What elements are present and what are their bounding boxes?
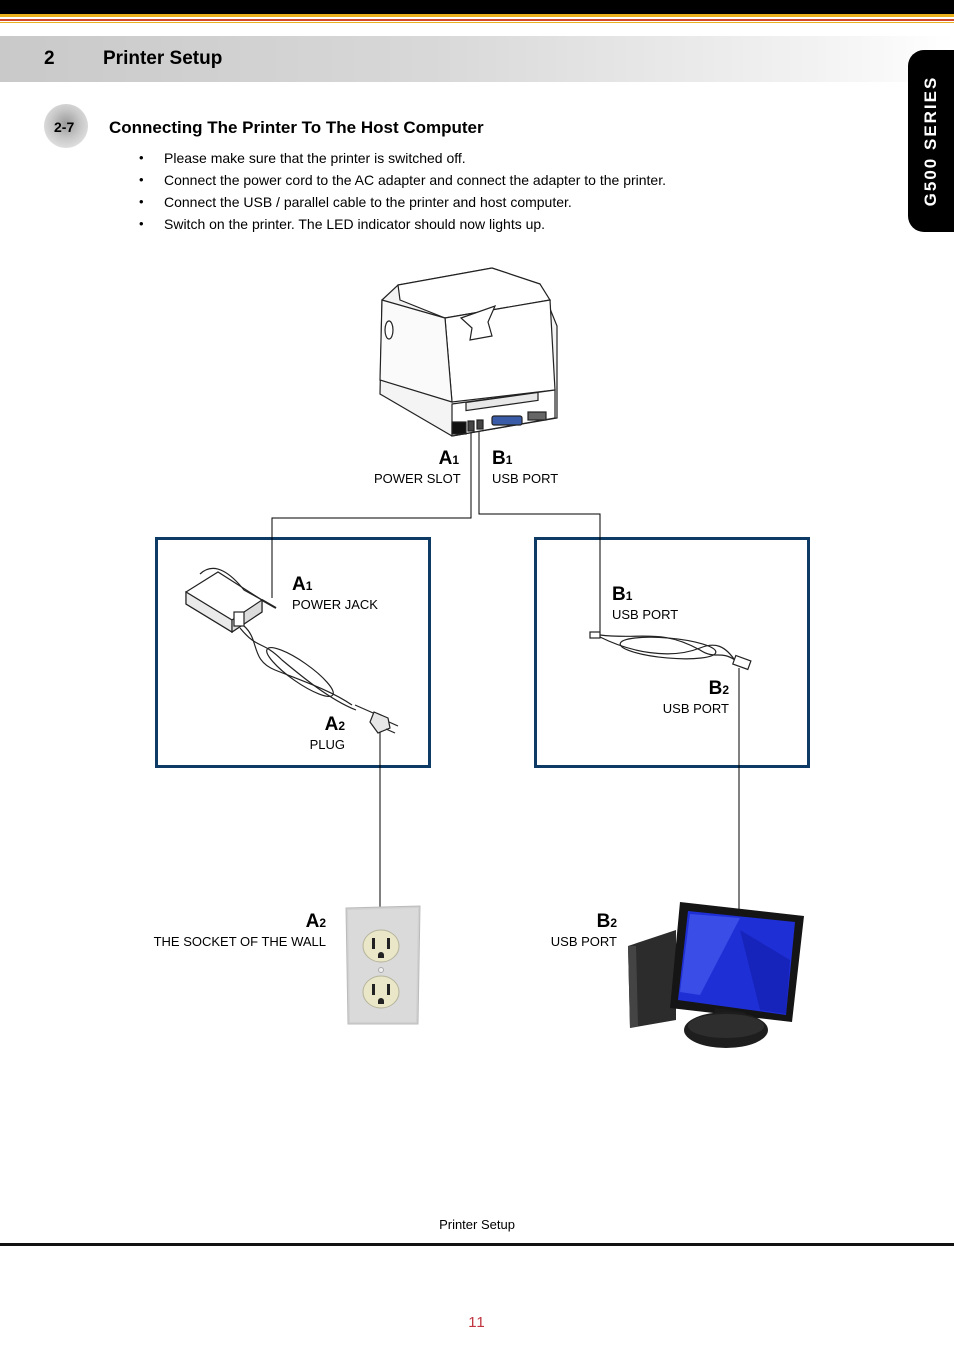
label-caption: USB PORT [662,701,729,716]
label-caption: POWER SLOT [374,471,461,486]
page-number: 11 [468,1314,486,1331]
wall-socket-icon [345,905,421,1025]
label-caption: POWER JACK [292,597,378,612]
label-letter: A [305,911,320,932]
chapter-title: Printer Setup [103,48,223,69]
label-subscript: 1 [452,453,459,467]
printer-icon [379,267,558,437]
list-item: Connect the USB / parallel cable to the … [139,194,666,216]
label-subscript: 2 [319,916,326,930]
label-subscript: 2 [722,683,729,697]
label-subscript: 1 [305,579,313,593]
label-caption: USB PORT [612,607,679,622]
label-letter: B [612,584,626,605]
label-subscript: 2 [338,719,345,733]
power-adapter-icon [185,567,399,734]
label-caption: PLUG [309,737,345,752]
header-stripes [0,0,954,23]
footer-rule [0,1243,954,1246]
label-caption: USB PORT [550,934,617,949]
label-letter: A [324,714,339,735]
computer-usb-port-label: B2 USB PORT [540,911,617,950]
computer-monitor-icon [628,902,804,1048]
label-subscript: 1 [505,453,513,467]
usb-cable-icon [589,631,752,671]
section-title: Connecting The Printer To The Host Compu… [109,118,484,137]
section-number: 2-7 [54,119,75,135]
label-letter: B [708,678,723,699]
label-caption: USB PORT [492,471,559,486]
list-item: Switch on the printer. The LED indicator… [139,216,666,238]
connector-lines [271,430,740,930]
adapter-power-jack-label: A1 POWER JACK [292,574,378,613]
wall-socket-label: A2 THE SOCKET OF THE WALL [150,911,326,950]
label-subscript: 1 [625,589,633,603]
section-number-badge: 2-7 [44,104,88,148]
list-item: Connect the power cord to the AC adapter… [139,172,666,194]
list-item: Please make sure that the printer is swi… [139,150,666,172]
label-letter: B [492,448,506,469]
label-caption: THE SOCKET OF THE WALL [153,934,326,949]
printer-power-slot-label: A1 POWER SLOT [374,448,461,487]
label-subscript: 2 [610,916,617,930]
label-letter: B [596,911,611,932]
cable-usb-port-b1-label: B1 USB PORT [612,584,679,623]
power-adapter-box [155,537,431,768]
footer-section-name: Printer Setup [439,1217,515,1232]
chapter-number: 2 [44,48,55,69]
usb-cable-box [534,537,810,768]
cable-usb-port-b2-label: B2 USB PORT [640,678,729,717]
label-letter: A [438,448,453,469]
steps-list: Please make sure that the printer is swi… [139,150,666,238]
label-letter: A [292,574,306,595]
chapter-header-band: 2 Printer Setup [0,36,954,82]
printer-usb-port-label: B1 USB PORT [492,448,559,487]
series-side-tab: G500 SERIES [908,50,954,232]
adapter-plug-label: A2 PLUG [300,714,345,753]
